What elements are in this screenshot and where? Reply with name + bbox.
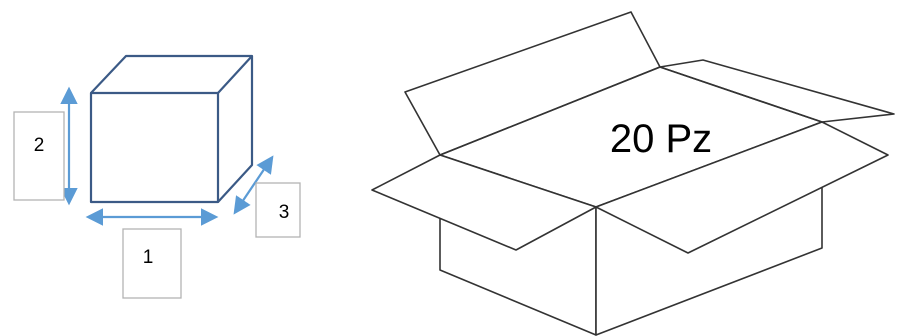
cube-side-face [217, 56, 254, 203]
dimension-3-label: 3 [279, 202, 290, 223]
dimension-1-box [122, 228, 182, 299]
cube-icon [89, 54, 254, 204]
cube-front-face [89, 91, 220, 204]
dimension-2-label: 2 [34, 135, 45, 156]
box-back-right-flap [659, 59, 895, 123]
carton-quantity-label: 20 Pz [610, 117, 712, 161]
dimension-2-box [13, 111, 65, 201]
cube-top-face [90, 54, 254, 94]
box-front-left-flap [371, 154, 597, 251]
dimension-3-box [255, 182, 301, 238]
open-cardboard-box-icon [371, 11, 895, 336]
box-front-right-flap [595, 121, 889, 254]
depth-dimension-arrow [233, 155, 274, 215]
dimension-1-label: 1 [143, 247, 154, 268]
